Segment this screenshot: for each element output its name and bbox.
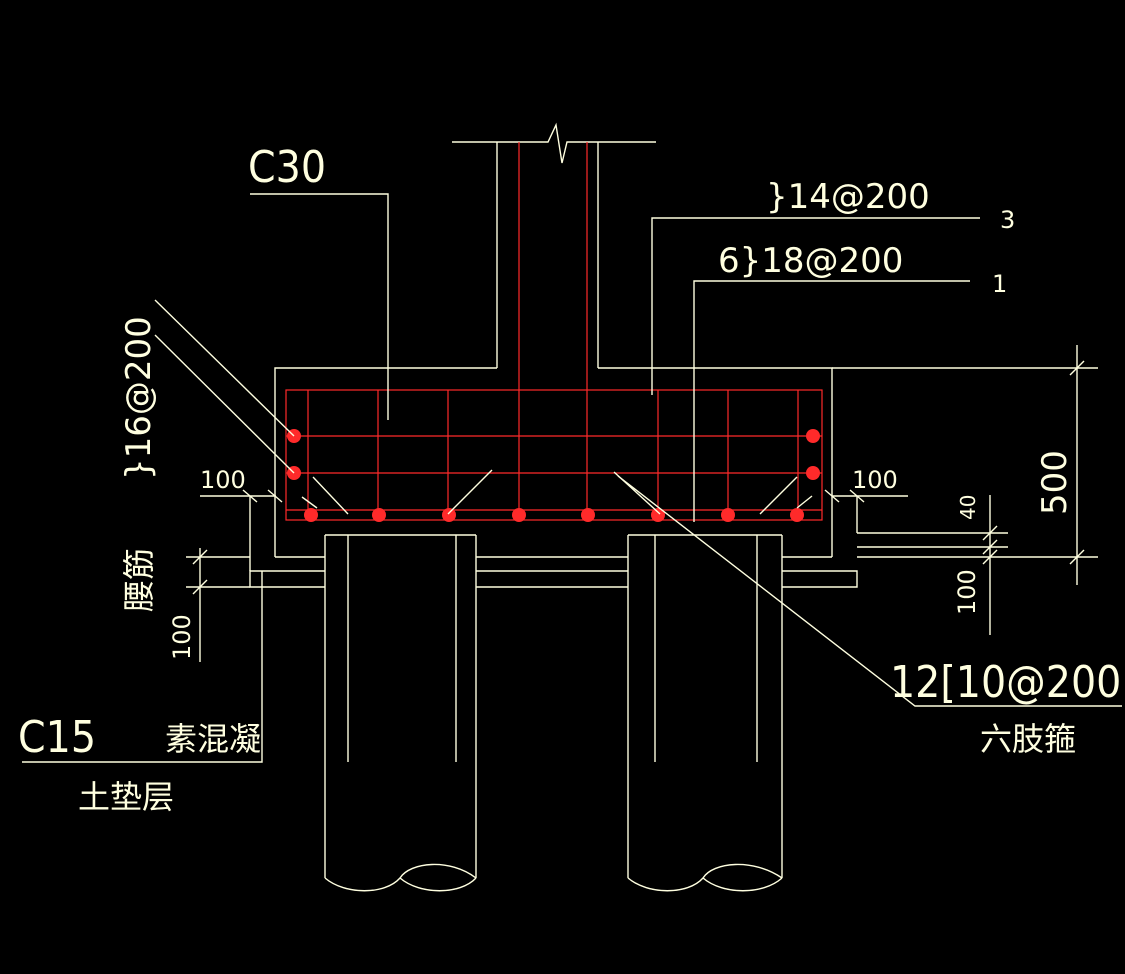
pad-layer-label: 土垫层: [78, 778, 174, 816]
stirrup-type-label: 六肢箍: [980, 720, 1076, 758]
dim-right-pad-100: 100: [953, 569, 981, 615]
top-bar-label: }14@200: [766, 177, 930, 217]
pad-material-label: 素混凝: [165, 720, 261, 758]
waist-bar-label: 腰筋: [120, 548, 158, 612]
leaders: [22, 193, 1122, 763]
reinforcement: [285, 142, 823, 521]
pile-right: [627, 534, 783, 892]
concrete-grade-label: C30: [248, 142, 326, 193]
side-bar-label: }16@200: [119, 316, 159, 480]
pile-left: [324, 534, 477, 892]
dim-left-100: 100: [200, 466, 246, 494]
dim-height-500: 500: [1035, 450, 1075, 515]
rebar-sections: [287, 429, 820, 522]
bottom-bar-index: 1: [992, 270, 1007, 298]
dim-left-pad-100: 100: [168, 614, 196, 660]
cap-outline: [274, 367, 833, 558]
column: [452, 122, 656, 368]
pad-grade-label: C15: [18, 712, 96, 763]
dimensions: [186, 345, 1098, 662]
dim-cover-40: 40: [956, 495, 980, 520]
bottom-bar-label: 6}18@200: [718, 241, 903, 281]
stirrup-label: 12[10@200: [890, 657, 1121, 708]
cushion-layer: [249, 496, 1008, 588]
top-bar-index: 3: [1000, 206, 1015, 234]
dim-right-100: 100: [852, 466, 898, 494]
